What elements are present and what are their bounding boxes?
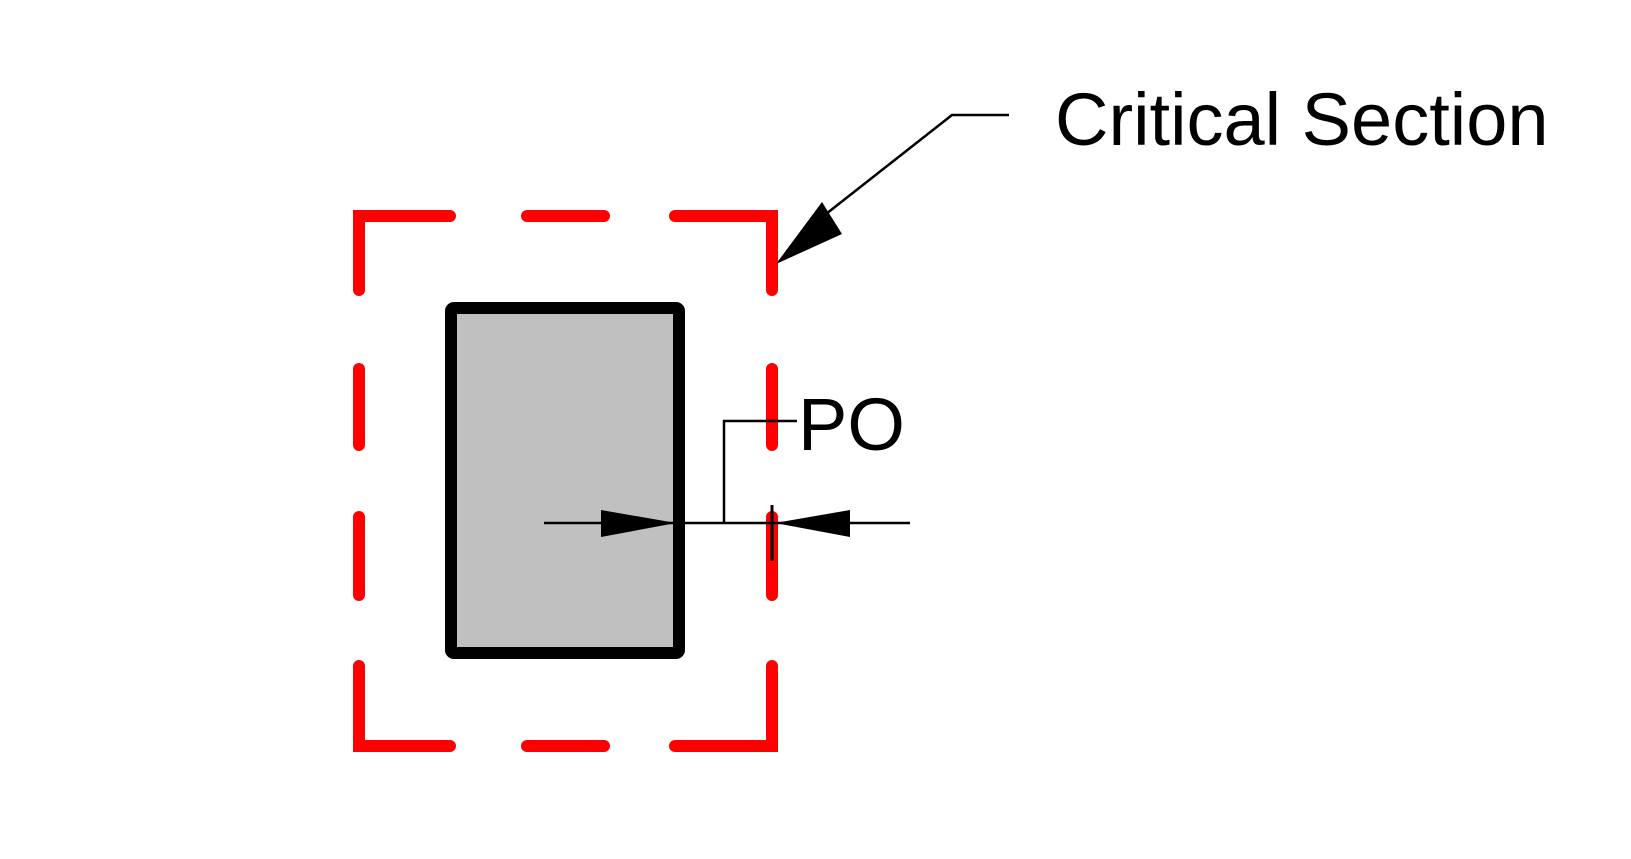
critical-section-bottom-right-corner <box>669 660 778 752</box>
critical-section-bottom-left-corner <box>353 660 456 752</box>
offset-label: PO <box>798 383 905 466</box>
critical-section-leader-line <box>825 113 1009 215</box>
right-arrow-icon <box>775 510 850 537</box>
critical-section-top-left-corner <box>353 210 456 296</box>
critical-section-top-right-corner <box>669 210 778 296</box>
left-arrow-icon <box>601 510 676 537</box>
offset-dimension <box>544 505 910 561</box>
column <box>445 302 685 659</box>
critical-section-arrow-icon <box>776 202 842 264</box>
offset-leader-line <box>722 419 797 522</box>
critical-section-label: Critical Section <box>1055 78 1549 161</box>
